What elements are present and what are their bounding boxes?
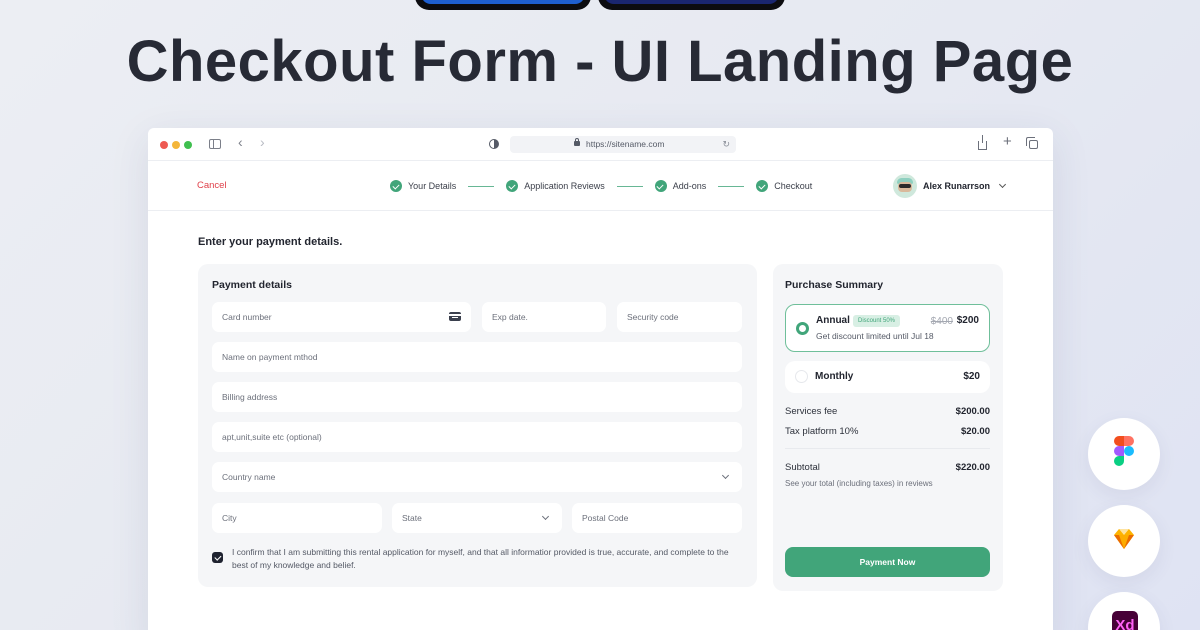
chevron-down-icon — [998, 180, 1007, 189]
share-icon[interactable] — [978, 135, 987, 150]
browser-chrome: ‹ › https://sitename.com ↻ + — [148, 128, 1053, 161]
placeholder: Country name — [222, 472, 276, 482]
placeholder: Postal Code — [582, 513, 629, 523]
name-on-card-input[interactable]: Name on payment mthod — [212, 342, 742, 372]
line-value: $200.00 — [955, 406, 990, 417]
placeholder: State — [402, 513, 422, 523]
step-your-details[interactable]: Your Details — [390, 180, 456, 192]
adobe-xd-icon: Xd — [1088, 592, 1160, 630]
device-preview-2 — [598, 0, 785, 10]
user-name: Alex Runarrson — [923, 181, 991, 191]
step-connector — [468, 185, 495, 187]
reload-icon[interactable]: ↻ — [722, 139, 730, 149]
discount-badge: Discount 50% — [853, 315, 901, 327]
page-title: Enter your payment details. — [198, 236, 343, 248]
placeholder: apt,unit,suite etc (optional) — [222, 432, 322, 442]
country-select[interactable]: Country name — [212, 462, 742, 492]
purchase-summary-title: Purchase Summary — [785, 279, 884, 291]
step-connector — [718, 185, 745, 187]
placeholder: Security code — [627, 312, 679, 322]
sidebar-icon[interactable] — [209, 139, 221, 149]
maximize-window-button[interactable] — [184, 141, 192, 149]
payment-details-card: Payment details Card number Exp date. Se… — [198, 264, 757, 587]
browser-window: ‹ › https://sitename.com ↻ + Cancel Your… — [148, 128, 1053, 630]
card-number-input[interactable]: Card number — [212, 302, 471, 332]
check-circle-icon — [756, 180, 769, 192]
old-price: $400 — [930, 316, 953, 327]
lock-icon — [574, 138, 580, 146]
divider — [785, 448, 990, 449]
services-fee-row: Services fee $200.00 — [785, 406, 990, 417]
progress-stepper: Your Details Application Reviews Add-ons… — [390, 180, 812, 192]
subtotal-note: See your total (including taxes) in revi… — [785, 479, 933, 488]
payment-now-button[interactable]: Payment Now — [785, 547, 990, 577]
confirm-text: I confirm that I am submitting this rent… — [232, 547, 729, 570]
chevron-down-icon — [721, 471, 730, 480]
step-label: Checkout — [774, 181, 813, 191]
step-application-reviews[interactable]: Application Reviews — [506, 180, 605, 192]
credit-card-icon — [449, 312, 461, 321]
tabs-icon[interactable] — [1026, 137, 1038, 149]
new-tab-icon[interactable]: + — [1003, 133, 1012, 150]
state-select[interactable]: State — [392, 503, 562, 533]
plan-price: $20 — [963, 371, 980, 382]
sketch-icon — [1088, 505, 1160, 577]
step-label: Application Reviews — [524, 181, 605, 191]
plan-monthly[interactable]: Monthly $20 — [785, 361, 990, 393]
security-code-input[interactable]: Security code — [617, 302, 742, 332]
confirm-row: I confirm that I am submitting this rent… — [212, 546, 742, 572]
plan-price: $200 — [956, 315, 979, 326]
placeholder: Name on payment mthod — [222, 352, 318, 362]
subtotal-label: Subtotal — [785, 462, 820, 473]
check-circle-icon — [506, 180, 519, 192]
check-circle-icon — [654, 180, 667, 192]
hero-title: Checkout Form - UI Landing Page — [126, 29, 1074, 94]
placeholder: Card number — [222, 312, 272, 322]
step-label: Add-ons — [672, 181, 707, 191]
close-window-button[interactable] — [160, 141, 168, 149]
postal-code-input[interactable]: Postal Code — [572, 503, 742, 533]
city-input[interactable]: City — [212, 503, 382, 533]
url-bar[interactable]: https://sitename.com ↻ — [510, 136, 736, 153]
line-label: Tax platform 10% — [785, 426, 859, 437]
plan-subtitle: Get discount limited until Jul 18 — [816, 331, 934, 341]
device-preview-1 — [415, 0, 591, 10]
plan-name: Monthly — [815, 371, 854, 382]
check-circle-icon — [390, 180, 402, 192]
radio-unselected[interactable] — [795, 370, 808, 383]
step-add-ons[interactable]: Add-ons — [654, 180, 707, 192]
plan-name: Annual — [816, 315, 850, 326]
line-value: $20.00 — [960, 426, 990, 437]
forward-icon[interactable]: › — [260, 134, 265, 150]
billing-address-input[interactable]: Billing address — [212, 382, 742, 412]
confirm-checkbox[interactable] — [212, 552, 223, 563]
subtotal-value: $220.00 — [955, 462, 990, 473]
chevron-down-icon — [541, 512, 550, 521]
back-icon[interactable]: ‹ — [238, 134, 243, 150]
plan-annual[interactable]: Annual Discount 50% $400 $200 Get discou… — [785, 304, 990, 352]
checkout-header: Cancel Your Details Application Reviews … — [148, 161, 1053, 211]
minimize-window-button[interactable] — [172, 141, 180, 149]
placeholder: Exp date. — [492, 312, 528, 322]
subtotal-row: Subtotal $220.00 — [785, 462, 990, 473]
placeholder: City — [222, 513, 237, 523]
user-menu[interactable]: Alex Runarrson — [893, 174, 1007, 198]
step-connector — [616, 185, 643, 187]
step-label: Your Details — [408, 181, 457, 191]
placeholder: Billing address — [222, 392, 278, 402]
xd-label: Xd — [1112, 611, 1138, 630]
line-label: Services fee — [785, 406, 838, 417]
payment-details-title: Payment details — [212, 279, 292, 291]
apt-suite-input[interactable]: apt,unit,suite etc (optional) — [212, 422, 742, 452]
avatar — [893, 174, 917, 198]
purchase-summary-card: Purchase Summary Annual Discount 50% $40… — [773, 264, 1003, 591]
figma-icon — [1088, 418, 1160, 490]
cancel-link[interactable]: Cancel — [197, 180, 227, 191]
radio-selected[interactable] — [796, 322, 809, 335]
tax-row: Tax platform 10% $20.00 — [785, 426, 990, 437]
step-checkout[interactable]: Checkout — [756, 180, 812, 192]
exp-date-input[interactable]: Exp date. — [482, 302, 606, 332]
shield-icon[interactable] — [489, 139, 499, 149]
url-text: https://sitename.com — [586, 139, 665, 149]
